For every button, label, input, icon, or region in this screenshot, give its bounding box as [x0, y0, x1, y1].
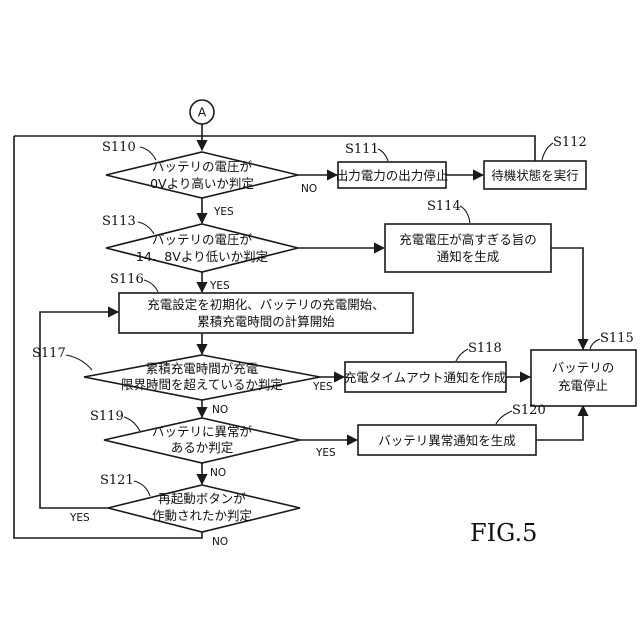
s114-line2: 通知を生成: [437, 249, 500, 264]
label-s113: S113: [102, 214, 136, 229]
s112-text: 待機状態を実行: [491, 168, 579, 183]
s121-yes-label: YES: [69, 512, 90, 524]
s121-line2: 作動されたか判定: [152, 508, 252, 523]
s110-line1: バッテリの電圧が: [152, 159, 253, 174]
process-s116: 充電設定を初期化、バッテリの充電開始、 累積充電時間の計算開始: [119, 293, 413, 333]
s117-no-label: NO: [212, 404, 228, 416]
process-s114: 充電電圧が高すぎる旨の 通知を生成: [385, 224, 551, 272]
s110-no-label: NO: [301, 183, 317, 195]
s121-line1: 再起動ボタンが: [158, 491, 246, 506]
s111-text: 出力電力の出力停止: [336, 168, 449, 183]
figure-label: FIG.5: [470, 519, 537, 547]
decision-s110: バッテリの電圧が 0Vより高いか判定: [106, 152, 298, 198]
s121-no-label: NO: [212, 536, 228, 548]
s110-yes-label: YES: [213, 206, 234, 218]
label-s111: S111: [345, 142, 379, 157]
lead-s115: [590, 339, 600, 349]
label-s116: S116: [110, 272, 144, 287]
process-s120: バッテリ異常通知を生成: [358, 425, 536, 455]
decision-s121: 再起動ボタンが 作動されたか判定: [108, 485, 300, 532]
s117-line2: 限界時間を超えているか判定: [121, 377, 283, 392]
s119-line2: あるか判定: [171, 440, 234, 455]
connector-label: A: [198, 105, 207, 120]
s110-line2: 0Vより高いか判定: [150, 176, 254, 191]
s117-yes-label: YES: [312, 381, 333, 393]
lead-s114: [460, 206, 470, 223]
s120-text: バッテリ異常通知を生成: [378, 433, 516, 448]
s113-line1: バッテリの電圧が: [152, 232, 253, 247]
decision-s113: バッテリの電圧が 14．8Vより低いか判定: [106, 224, 298, 272]
label-s112: S112: [553, 135, 587, 150]
process-s118: 充電タイムアウト通知を作成: [344, 362, 506, 392]
arrow-s114-to-s115: [551, 248, 583, 349]
s113-yes-label: YES: [209, 280, 230, 292]
lead-s118: [456, 349, 468, 361]
label-s114: S114: [427, 199, 461, 214]
s119-yes-label: YES: [315, 447, 336, 459]
lead-s119: [124, 417, 140, 431]
decision-s119: バッテリに異常が あるか判定: [104, 418, 300, 463]
process-s112: 待機状態を実行: [484, 161, 586, 189]
lead-s121: [134, 481, 150, 496]
label-s118: S118: [468, 341, 502, 356]
lead-s120: [496, 411, 512, 424]
lead-s117: [66, 355, 92, 370]
label-s115: S115: [600, 331, 634, 346]
lead-s112: [542, 143, 553, 160]
decision-s117: 累積充電時間が充電 限界時間を超えているか判定: [84, 355, 320, 400]
s115-line1: バッテリの: [552, 360, 615, 375]
process-s115: バッテリの 充電停止: [531, 350, 636, 406]
label-s110: S110: [102, 140, 136, 155]
s114-line1: 充電電圧が高すぎる旨の: [399, 232, 537, 247]
s117-line1: 累積充電時間が充電: [146, 361, 259, 376]
loop-s112-return: [14, 136, 535, 161]
s119-no-label: NO: [210, 467, 226, 479]
lead-s116: [144, 280, 158, 292]
s118-text: 充電タイムアウト通知を作成: [344, 370, 506, 385]
s119-line1: バッテリに異常が: [152, 424, 253, 439]
connector-a: A: [190, 100, 214, 124]
lead-s111: [378, 149, 388, 161]
label-s120: S120: [512, 403, 546, 418]
s113-line2: 14．8Vより低いか判定: [136, 249, 268, 264]
s115-line2: 充電停止: [558, 378, 608, 393]
s116-line1: 充電設定を初期化、バッテリの充電開始、: [147, 297, 385, 312]
label-s121: S121: [100, 473, 134, 488]
label-s119: S119: [90, 409, 124, 424]
label-s117: S117: [32, 346, 66, 361]
process-s111: 出力電力の出力停止: [336, 162, 449, 188]
s116-line2: 累積充電時間の計算開始: [197, 314, 335, 329]
